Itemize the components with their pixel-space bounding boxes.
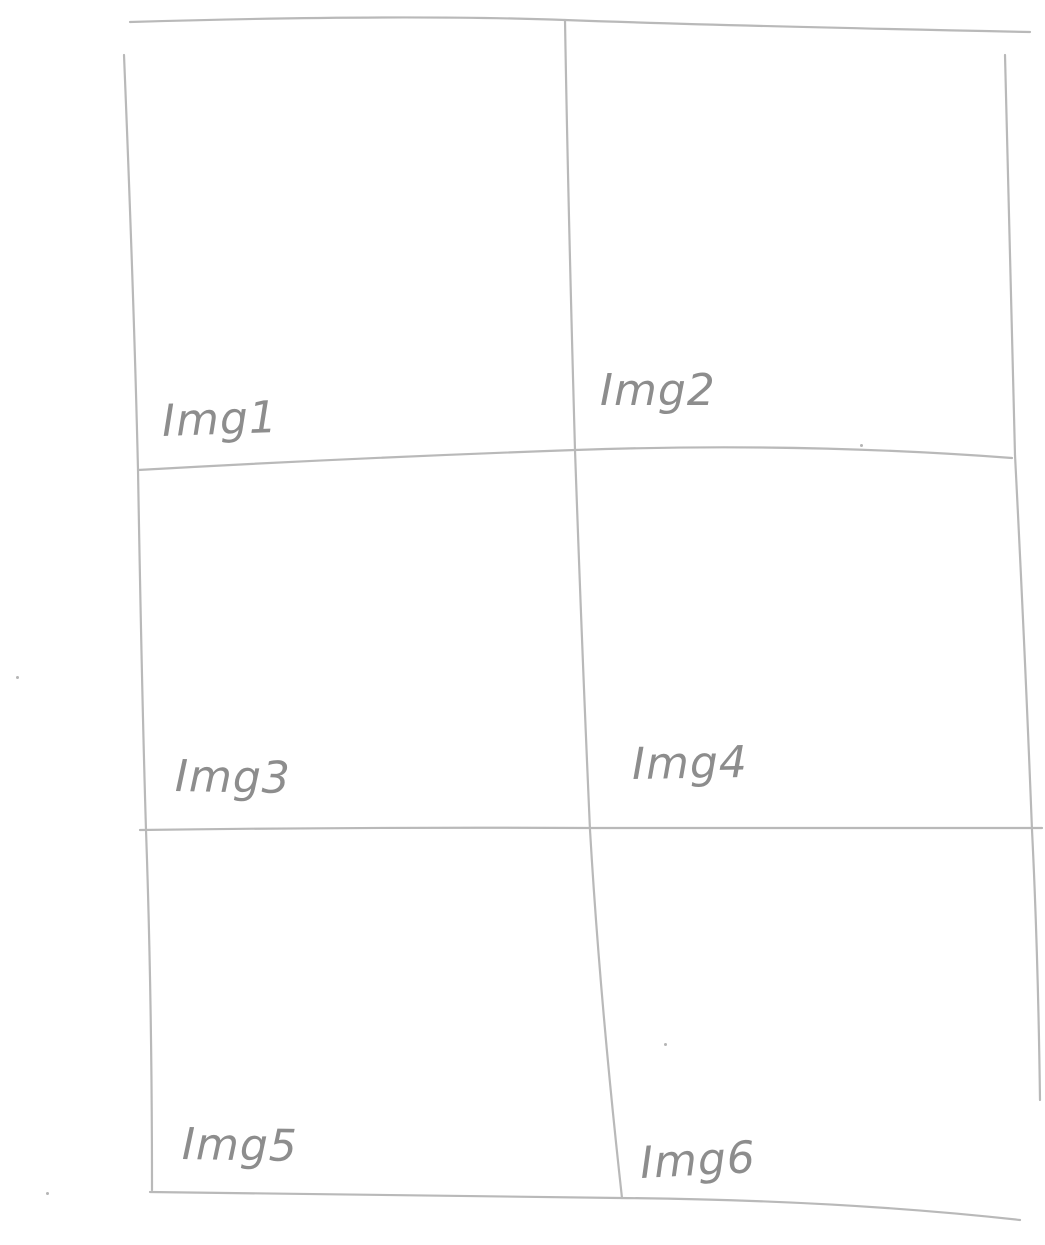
cell-label-img6: Img6 xyxy=(638,1132,758,1189)
top-border-line xyxy=(128,16,1032,34)
cell-label-img3: Img3 xyxy=(174,750,292,805)
cell-label-img1: Img1 xyxy=(161,391,279,448)
right-border-line xyxy=(1003,53,1042,1102)
cell-label-img5: Img5 xyxy=(181,1118,299,1173)
pencil-dot xyxy=(664,1043,667,1046)
cell-label-img2: Img2 xyxy=(600,365,716,416)
left-border-line xyxy=(122,53,154,1192)
pencil-dot xyxy=(16,676,19,679)
bottom-border-line xyxy=(148,1190,1022,1222)
row-divider-line-2 xyxy=(138,826,1044,832)
row-divider-line-1 xyxy=(136,446,1014,472)
pencil-dot xyxy=(860,444,863,447)
pencil-dot xyxy=(46,1192,49,1195)
center-divider-line xyxy=(563,18,624,1200)
cell-label-img4: Img4 xyxy=(631,736,749,791)
